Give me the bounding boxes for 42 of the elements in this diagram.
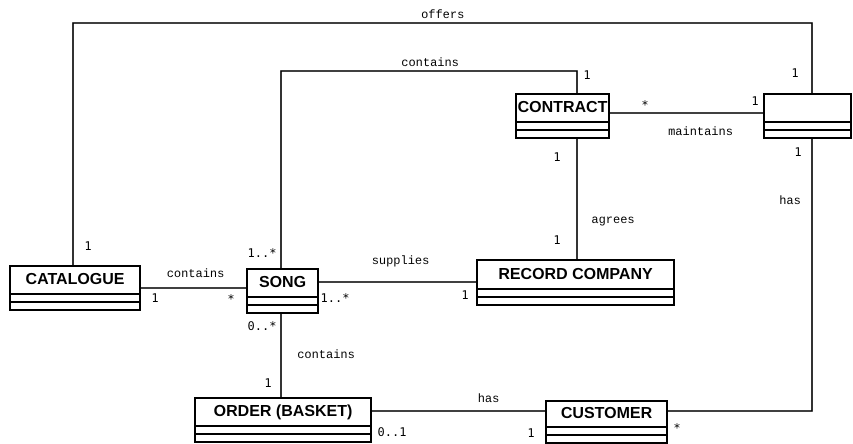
class-name: CATALOGUE xyxy=(26,271,124,289)
multiplicity-label: * xyxy=(641,98,649,112)
multiplicity-label: 1 xyxy=(553,233,561,247)
class-box xyxy=(545,400,668,444)
class-box xyxy=(9,265,141,311)
association-line xyxy=(576,139,578,259)
multiplicity-label: * xyxy=(227,292,235,306)
class-box xyxy=(246,268,319,314)
edge-label: contains xyxy=(296,348,356,362)
class-name: RECORD COMPANY xyxy=(498,266,653,284)
association-line xyxy=(72,22,813,265)
multiplicity-label: 1 xyxy=(553,150,561,164)
association-line xyxy=(668,139,813,412)
multiplicity-label: 1 xyxy=(791,66,799,80)
multiplicity-label: 1..* xyxy=(320,291,350,305)
multiplicity-label: 1 xyxy=(583,68,591,82)
class-name: CUSTOMER xyxy=(560,405,652,423)
multiplicity-label: 1 xyxy=(751,94,759,108)
class-box xyxy=(476,259,675,306)
association-line xyxy=(610,112,763,114)
class-box xyxy=(194,397,372,443)
association-line xyxy=(372,410,545,412)
class-name: ORDER (BASKET) xyxy=(214,403,352,421)
class-box xyxy=(515,93,610,139)
multiplicity-label: 1 xyxy=(794,145,802,159)
association-line xyxy=(141,287,246,289)
multiplicity-label: 0..1 xyxy=(378,425,406,439)
multiplicity-label: 1 xyxy=(461,288,469,302)
class-box xyxy=(763,93,852,139)
class-name: CONTRACT xyxy=(518,99,608,117)
multiplicity-label: * xyxy=(673,421,681,435)
class-name: SONG xyxy=(258,274,306,292)
multiplicity-label: 0..* xyxy=(248,319,276,333)
edge-label: supplies xyxy=(370,254,430,268)
multiplicity-label: 1 xyxy=(84,239,92,253)
multiplicity-label: 1 xyxy=(527,426,535,440)
multiplicity-label: 1..* xyxy=(248,246,276,260)
association-line xyxy=(319,281,476,283)
multiplicity-label: 1 xyxy=(151,291,159,305)
association-line xyxy=(280,314,282,397)
multiplicity-label: 1 xyxy=(264,376,272,390)
association-line xyxy=(280,70,578,268)
